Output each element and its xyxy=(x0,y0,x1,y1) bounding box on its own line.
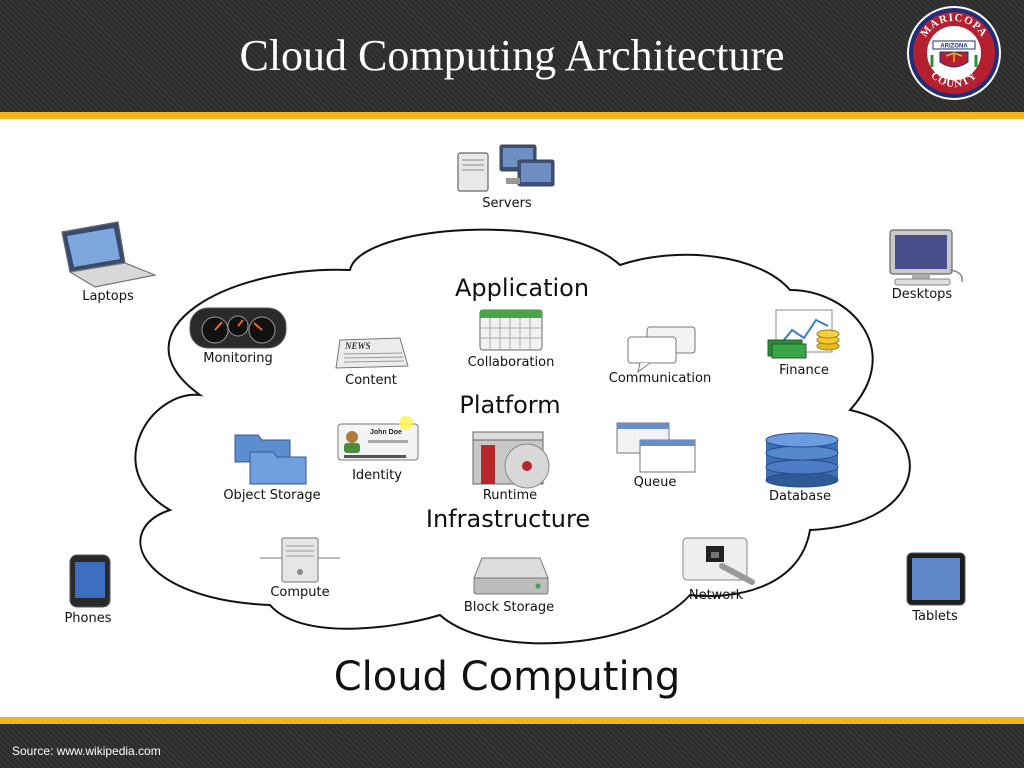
platform-layer-title: Platform xyxy=(459,391,560,419)
database-label: Database xyxy=(769,489,831,504)
network-label: Network xyxy=(689,588,744,603)
content-news-icon: NEWS xyxy=(335,337,409,369)
phones-label: Phones xyxy=(64,611,111,626)
runtime-box-disc-icon xyxy=(472,431,550,489)
finance-money-icon xyxy=(767,309,840,359)
block-storage-drive-icon xyxy=(473,557,549,595)
tablets-label: Tablets xyxy=(911,609,958,624)
application-layer-title: Application xyxy=(455,274,589,302)
cloud-computing-title: Cloud Computing xyxy=(334,654,681,700)
compute-label: Compute xyxy=(270,585,329,600)
slide-footer xyxy=(0,724,1024,768)
object-storage-folders-icon xyxy=(234,434,307,485)
laptops-label: Laptops xyxy=(82,289,134,304)
desktop-icon xyxy=(889,229,963,286)
phone-icon xyxy=(69,554,111,608)
tablet-icon xyxy=(906,552,966,606)
collaboration-calendar-icon xyxy=(479,309,543,351)
communication-label: Communication xyxy=(609,371,711,386)
header-gold-bar xyxy=(0,112,1024,119)
servers-icon xyxy=(457,144,555,192)
news-tag-text: NEWS xyxy=(344,341,371,351)
compute-server-tower-icon xyxy=(260,537,340,583)
collaboration-label: Collaboration xyxy=(468,355,555,370)
desktops-label: Desktops xyxy=(892,287,953,302)
monitoring-label: Monitoring xyxy=(203,351,273,366)
communication-chat-icon xyxy=(627,326,696,374)
infrastructure-layer-title: Infrastructure xyxy=(426,505,590,533)
finance-label: Finance xyxy=(779,363,829,378)
svg-text:COUNTY: COUNTY xyxy=(928,69,979,90)
database-cylinders-icon xyxy=(765,432,839,488)
source-text: Source: www.wikipedia.com xyxy=(12,744,161,758)
seal-bottom-text: COUNTY xyxy=(928,69,978,90)
slide-header xyxy=(0,0,1024,112)
network-port-icon xyxy=(682,537,755,585)
object-storage-label: Object Storage xyxy=(223,488,320,503)
queue-windows-icon xyxy=(616,422,696,473)
identity-label: Identity xyxy=(352,468,402,483)
monitoring-gauge-icon xyxy=(189,307,287,349)
slide-title: Cloud Computing Architecture xyxy=(239,31,785,80)
footer-gold-bar xyxy=(0,717,1024,724)
maricopa-county-seal: MARICOPA COUNTY ARIZONA xyxy=(907,6,1001,100)
identity-card-name: John Doe xyxy=(370,429,402,436)
laptop-icon xyxy=(61,221,158,288)
block-storage-label: Block Storage xyxy=(464,600,554,615)
cloud-computing-diagram: Servers Laptops Desktops Phones Tablets … xyxy=(61,144,966,700)
content-label: Content xyxy=(345,373,397,388)
servers-label: Servers xyxy=(482,196,532,211)
runtime-label: Runtime xyxy=(483,488,537,503)
seal-center-text: ARIZONA xyxy=(940,44,968,50)
queue-label: Queue xyxy=(634,475,677,490)
identity-card-icon: John Doe xyxy=(337,416,419,461)
